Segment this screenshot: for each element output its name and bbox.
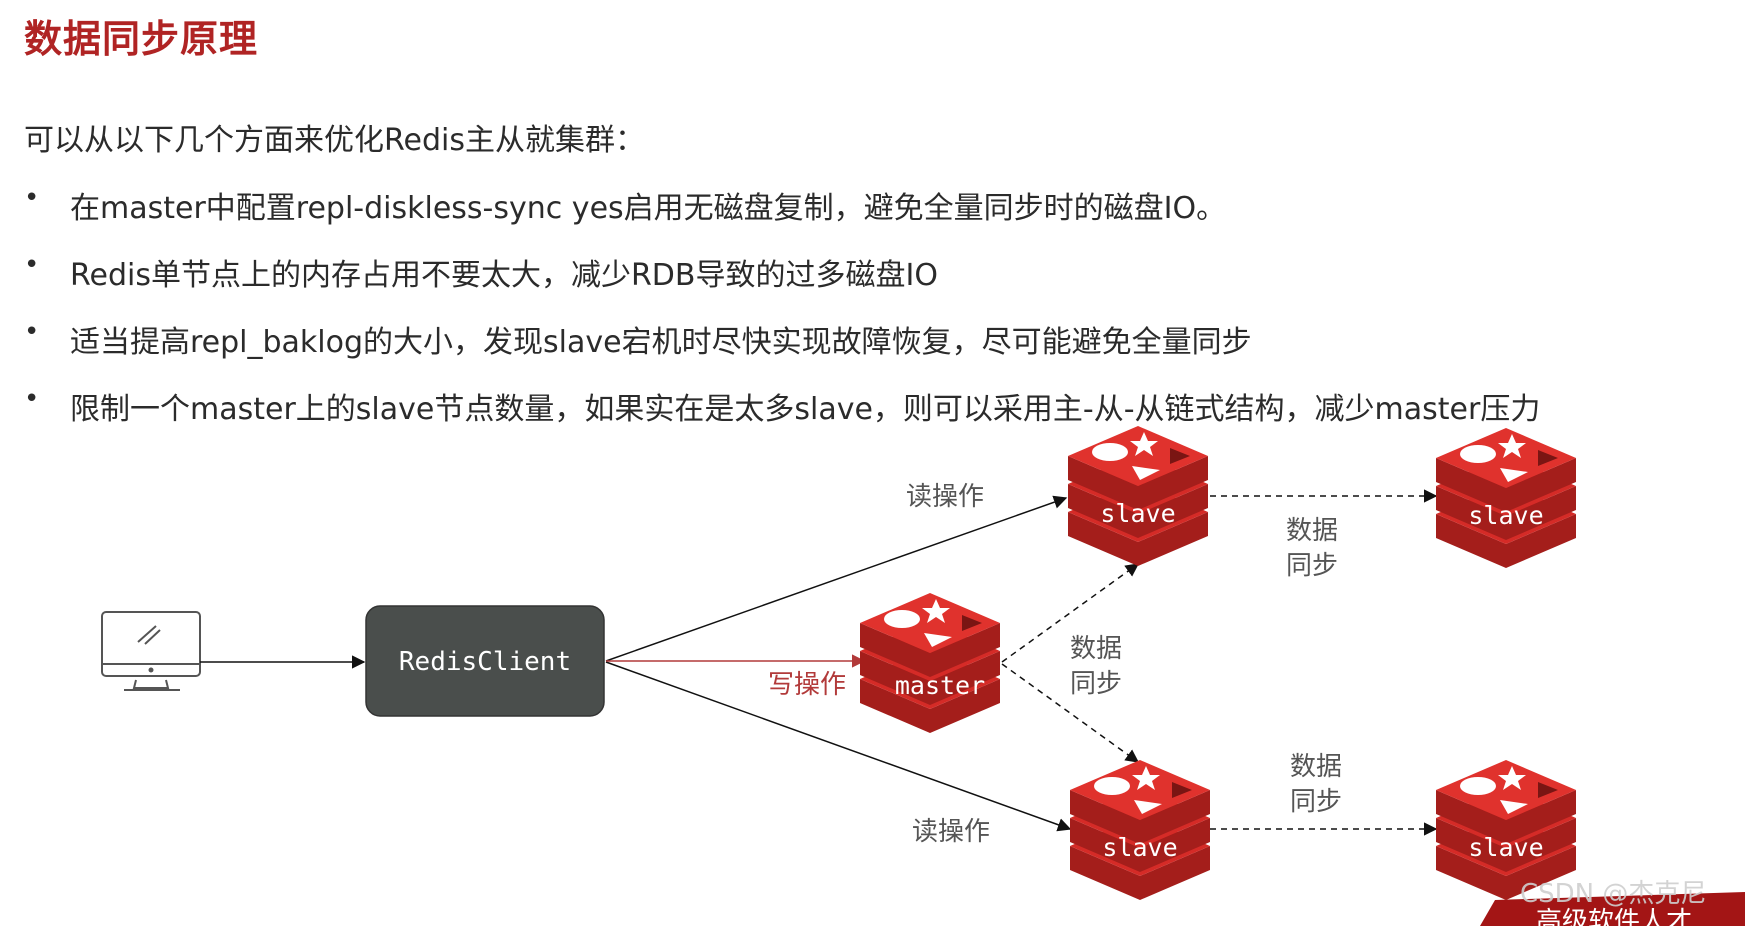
slave-node-bottom: slave (1070, 760, 1210, 900)
redis-logo-icon (1068, 426, 1208, 566)
sync-label-bottom-1: 数据 (1290, 752, 1342, 782)
slave-label: slave (1102, 833, 1177, 862)
redis-logo-icon (860, 593, 1000, 733)
read-arrow-bottom (605, 661, 1072, 832)
intro-text: 可以从以下几个方面来优化Redis主从就集群： (24, 123, 645, 158)
slave-label: slave (1468, 501, 1543, 530)
write-op-label: 写操作 (768, 670, 846, 700)
slave-label: slave (1100, 499, 1175, 528)
sync-label-master-1: 数据 (1070, 634, 1122, 664)
sync-label-top-2: 同步 (1286, 551, 1338, 581)
sync-arrow-master-bottom (1001, 663, 1140, 763)
redis-client-node: RedisClient (365, 605, 605, 717)
bullet-text: Redis单节点上的内存占用不要太大，减少RDB导致的过多磁盘IO (70, 258, 938, 293)
bullet-text: 限制一个master上的slave节点数量，如果实在是太多slave，则可以采用… (70, 392, 1541, 427)
read-op-label-bottom: 读操作 (912, 817, 990, 847)
computer-icon (101, 611, 201, 691)
master-label: master (895, 671, 985, 700)
corner-banner (1480, 892, 1745, 926)
slave-node-top: slave (1068, 426, 1208, 566)
banner-text: 高级软件人才 (1536, 907, 1692, 926)
bullet-text: 适当提高repl_baklog的大小，发现slave宕机时尽快实现故障恢复，尽可… (70, 325, 1252, 360)
read-arrow-top (605, 495, 1068, 662)
sync-label-top-1: 数据 (1286, 516, 1338, 546)
redis-logo-icon (1436, 428, 1576, 568)
read-op-label-top: 读操作 (906, 482, 984, 512)
bullet-text: 在master中配置repl-diskless-sync yes启用无磁盘复制，… (70, 191, 1227, 226)
csdn-watermark: CSDN @杰克尼 (1520, 879, 1706, 909)
slave-node-top-chain: slave (1436, 428, 1576, 568)
sync-label-master-2: 同步 (1070, 669, 1122, 699)
slave-label: slave (1468, 833, 1543, 862)
page-title: 数据同步原理 (24, 17, 259, 61)
sync-label-bottom-2: 同步 (1290, 787, 1342, 817)
redis-logo-icon (1070, 760, 1210, 900)
sync-arrow-master-top (1001, 563, 1140, 663)
client-label: RedisClient (399, 647, 571, 677)
slave-node-bottom-chain: slave (1436, 760, 1576, 900)
master-node: master (860, 593, 1000, 733)
